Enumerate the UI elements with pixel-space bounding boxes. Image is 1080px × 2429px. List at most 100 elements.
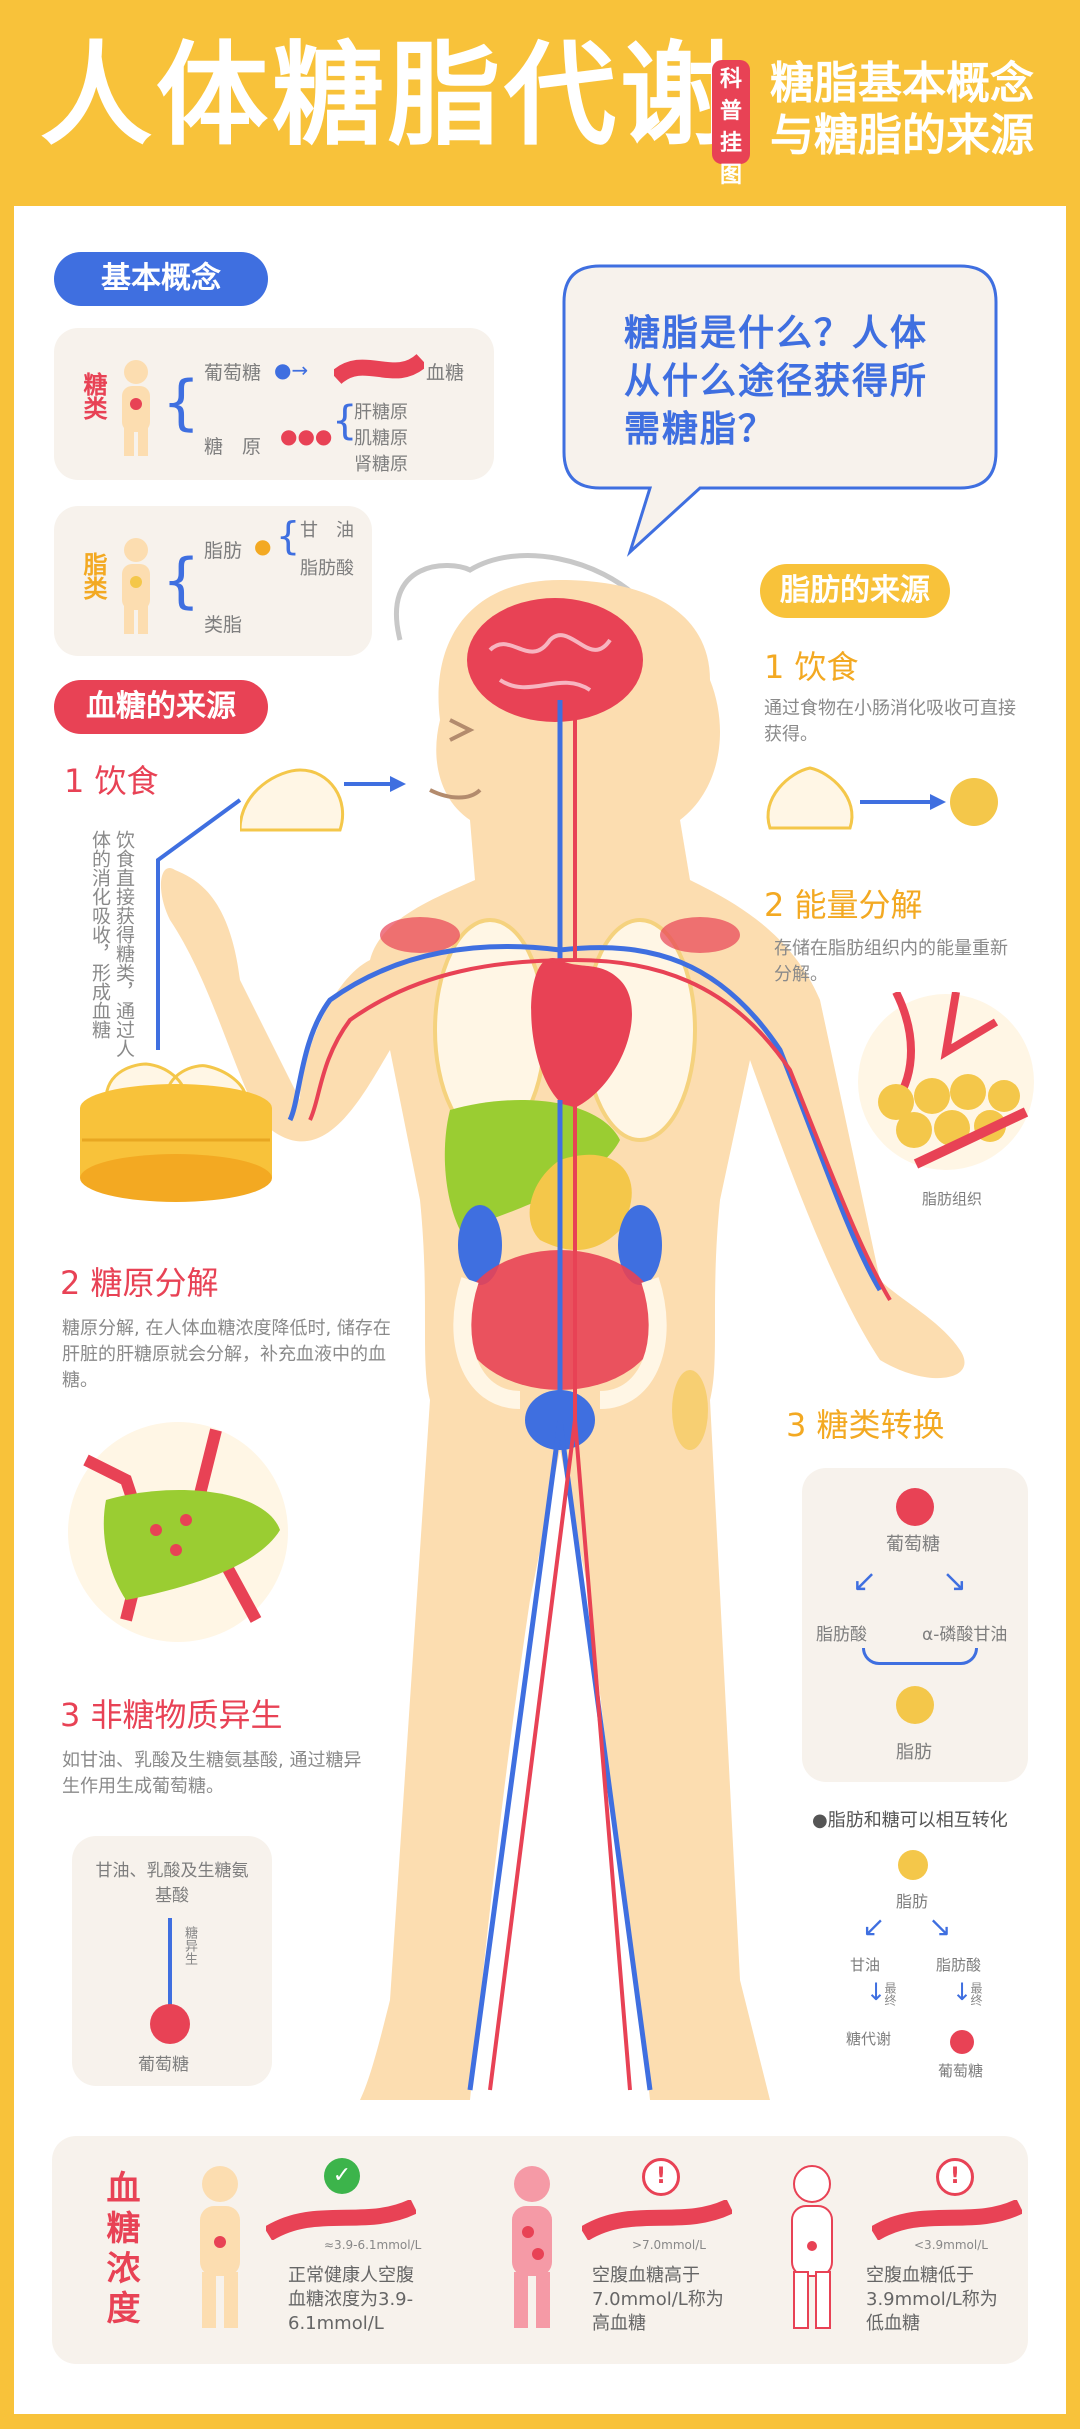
rev-glucose: 葡萄糖 xyxy=(938,2062,984,2080)
rev-fat: 脂肪 xyxy=(896,1892,929,1911)
glucose-label: 葡萄糖 xyxy=(204,362,262,384)
rev-sugar-metab: 糖代谢 xyxy=(846,2030,892,2048)
bs-glycogen-desc: 糖原分解, 在人体血糖浓度降低时, 储存在肝脏的肝糖原就会分解，补充血液中的血糖… xyxy=(62,1318,391,1391)
bun-to-fat-icon xyxy=(766,766,998,830)
arrow-down-left-icon: ↙ xyxy=(852,1564,878,1599)
bs-diet-desc: 饮食直接获得糖类，通过人体的消化吸收，形成血糖 xyxy=(89,830,135,1058)
conv-glucose: 葡萄糖 xyxy=(886,1534,940,1555)
fat-source-pill: 脂肪的来源 xyxy=(760,564,950,618)
gluconeogenesis-box: 甘油、乳酸及生糖氨基酸 糖异生 葡萄糖 xyxy=(72,1836,272,2086)
fat-icon xyxy=(896,1686,934,1724)
concentration-label: 血糖浓度 xyxy=(100,2170,140,2330)
warning-icon: ! xyxy=(936,2158,974,2196)
lipoid-term: 类脂 xyxy=(204,614,243,636)
fat-term: 脂肪 xyxy=(204,540,243,562)
glycogen-cluster-icon: ●●● xyxy=(280,424,333,448)
conv-fatty-acid: 脂肪酸 xyxy=(816,1625,867,1645)
rev-fatty-acid: 脂肪酸 xyxy=(936,1956,982,1974)
rev-glycerol: 甘油 xyxy=(850,1956,881,1974)
science-tag: 科普挂图 xyxy=(712,60,750,188)
brace-icon: { xyxy=(162,368,201,438)
gn-arrow-line xyxy=(168,1918,172,2018)
tag-text: 科普挂图 xyxy=(720,67,743,188)
fat-source-diet-desc: 通过食物在小肠消化吸收可直接获得。 xyxy=(764,698,1016,745)
glycogen-label: 糖 原 xyxy=(204,436,262,458)
normal-desc: 正常健康人空腹血糖浓度为3.9-6.1mmol/L xyxy=(288,2265,414,2334)
person-normal-icon xyxy=(200,2166,240,2328)
fat-source-diet-title: 1 饮食 xyxy=(764,648,859,686)
blood-vessel-icon xyxy=(266,2200,416,2240)
gn-source: 甘油、乳酸及生糖氨基酸 xyxy=(95,1861,249,1906)
bs-gluconeo-title: 3 非糖物质异生 xyxy=(60,1696,283,1734)
page-title: 人体糖脂代谢 xyxy=(40,31,736,161)
glucose-small-icon xyxy=(950,2030,974,2054)
conv-glycerophosphate: α-磷酸甘油 xyxy=(922,1625,1008,1645)
bs-diet-title: 1 饮食 xyxy=(64,762,159,800)
blood-vessel-icon xyxy=(334,353,424,385)
person-high-icon xyxy=(512,2166,552,2328)
person-low-icon xyxy=(791,2165,833,2329)
fat-source-sugar-title: 3 糖类转换 xyxy=(786,1406,945,1444)
check-icon: ✓ xyxy=(324,2158,360,2194)
bubble-question: 糖脂是什么？人体从什么途径获得所需糖脂？ xyxy=(624,313,929,450)
arrow-down-icon: ↓ xyxy=(866,1978,887,2006)
bs-glycogen-title: 2 糖原分解 xyxy=(60,1264,219,1302)
fatty-acid-term: 脂肪酸 xyxy=(300,558,354,579)
speech-bubble xyxy=(562,264,998,557)
glycogen-muscle: 肌糖原 xyxy=(354,428,408,449)
concentration-box: 血糖浓度 ✓ ≈3.9-6.1mmol/L 正常健康人空腹血糖浓度为3.9-6.… xyxy=(52,2136,1028,2364)
glucose-icon xyxy=(150,2004,190,2044)
fat-source-energy-desc: 存储在脂肪组织内的能量重新分解。 xyxy=(774,938,1008,985)
arrow-down-right-icon: ↘ xyxy=(942,1564,968,1599)
person-sugar-icon xyxy=(122,360,150,456)
fat-reverse-icon xyxy=(898,1850,928,1880)
gn-arrow-label: 糖异生 xyxy=(182,1926,197,1965)
rev-final-2: 最终 xyxy=(969,1982,983,2006)
bs-gluconeo-desc: 如甘油、乳酸及生糖氨基酸, 通过糖异生作用生成葡萄糖。 xyxy=(62,1750,362,1797)
low-range: <3.9mmol/L xyxy=(914,2238,988,2252)
glycogen-kidney: 肾糖原 xyxy=(354,454,408,475)
glycogen-liver: 肝糖原 xyxy=(354,402,408,423)
glycerol-term: 甘 油 xyxy=(300,520,354,541)
basic-concept-pill: 基本概念 xyxy=(54,252,268,306)
high-range: >7.0mmol/L xyxy=(632,2238,706,2252)
warning-icon: ! xyxy=(642,2158,680,2196)
liver-circle xyxy=(68,1422,288,1642)
steamer-icon xyxy=(80,1062,272,1202)
sugar-concept-box: 糖类 { 葡萄糖 ●→ 血糖 糖 原 ●●● { 肝糖原 肌糖原 肾糖原 xyxy=(54,328,494,480)
page-subtitle: 糖脂基本概念 与糖脂的来源 xyxy=(770,58,1034,162)
merge-brace-icon xyxy=(862,1648,978,1665)
rev-final-1: 最终 xyxy=(883,1982,897,2006)
fat-tissue-circle xyxy=(858,992,1034,1170)
glucose-icon xyxy=(896,1488,934,1526)
blood-vessel-icon xyxy=(872,2200,1022,2240)
arrow-down-icon: ↓ xyxy=(952,1978,973,2006)
pointer-arrow xyxy=(156,798,242,1050)
arrow-down-left-icon: ↙ xyxy=(862,1910,886,1943)
fat-dot-icon: ● xyxy=(254,534,272,558)
arrow-right-icon: ●→ xyxy=(274,358,309,382)
gn-result: 葡萄糖 xyxy=(138,2055,189,2075)
high-desc: 空腹血糖高于7.0mmol/L称为高血糖 xyxy=(592,2265,724,2334)
fat-tissue-label: 脂肪组织 xyxy=(922,1190,983,1208)
arrow-down-right-icon: ↘ xyxy=(928,1910,952,1943)
normal-range: ≈3.9-6.1mmol/L xyxy=(324,2238,422,2252)
convert-note: ●脂肪和糖可以相互转化 xyxy=(812,1810,1008,1831)
blood-vessel-icon xyxy=(582,2200,732,2240)
brace-small-icon: { xyxy=(276,514,301,558)
blood-sugar-source-pill: 血糖的来源 xyxy=(54,680,268,734)
fat-source-energy-title: 2 能量分解 xyxy=(764,886,923,924)
fat-concept-box: 脂类 { 脂肪 ● { 甘 油 脂肪酸 类脂 xyxy=(54,506,372,656)
brace-icon: { xyxy=(162,546,201,616)
subtitle-line-1: 糖脂基本概念 xyxy=(770,58,1034,109)
sugar-to-fat-box: 葡萄糖 ↙ ↘ 脂肪酸 α-磷酸甘油 脂肪 xyxy=(802,1468,1028,1782)
blood-sugar-label: 血糖 xyxy=(426,362,465,384)
brace-small-icon: { xyxy=(332,398,358,444)
person-fat-icon xyxy=(122,538,150,634)
dumpling-eating-icon xyxy=(240,768,406,832)
conv-fat: 脂肪 xyxy=(896,1742,932,1763)
low-desc: 空腹血糖低于3.9mmol/L称为低血糖 xyxy=(866,2265,998,2334)
sugar-label: 糖类 xyxy=(79,372,107,420)
subtitle-line-2: 与糖脂的来源 xyxy=(770,110,1034,161)
